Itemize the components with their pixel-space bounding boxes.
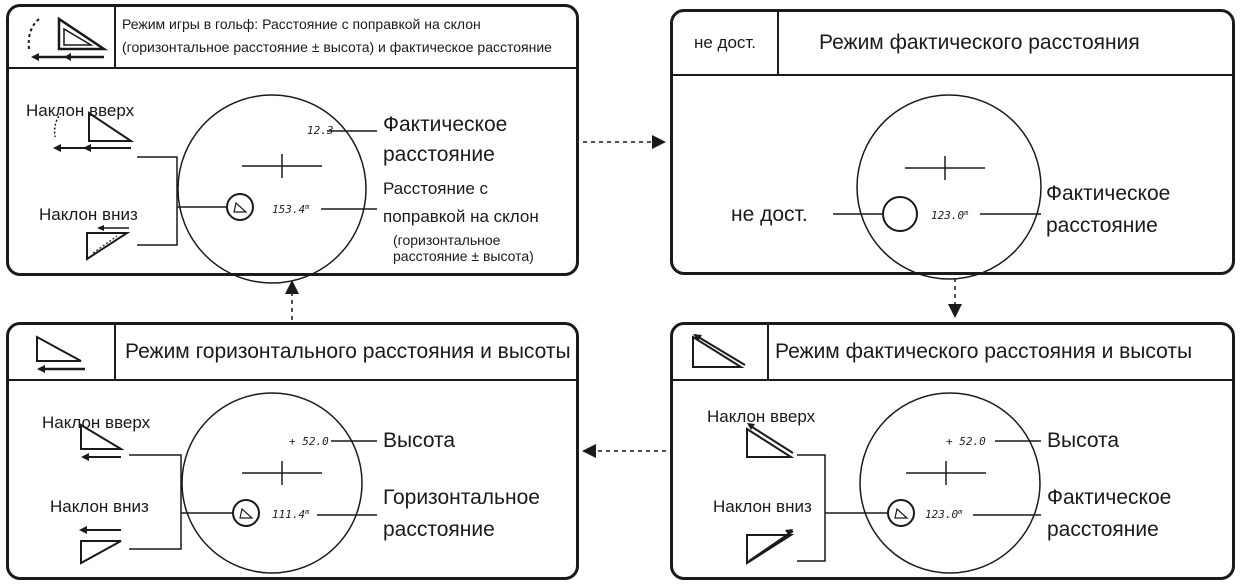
- golf-display-corrected-value: 153.4m: [272, 203, 310, 216]
- golf-slope-down-label: Наклон вниз: [39, 205, 138, 224]
- horizontal-label-height: Высота: [383, 429, 456, 452]
- horizontal-slope-up-label: Наклон вверх: [42, 413, 151, 432]
- panel-header: Режим горизонтального расстояния и высот…: [9, 325, 576, 381]
- actual-height-display-height: + 52.0: [946, 435, 986, 448]
- slope-down-icon: [86, 225, 131, 261]
- panel-header: не дост. Режим фактического расстояния: [673, 12, 1232, 76]
- golf-label-actual-2: расстояние: [383, 143, 495, 166]
- horizontal-header-title: Режим горизонтального расстояния и высот…: [125, 340, 571, 363]
- actual-diagram: 123.0m: [833, 94, 1042, 280]
- actual-header-title: Режим фактического расстояния: [819, 31, 1140, 54]
- slope-up-icon: [53, 111, 135, 152]
- arrow-actual-height-to-horizontal: [582, 444, 666, 458]
- arrow-horizontal-to-golf: [285, 280, 299, 320]
- golf-header-line1: Режим игры в гольф: Расстояние с поправк…: [122, 16, 481, 32]
- golf-label-corrected-2: поправкой на склон: [383, 207, 539, 226]
- slope-up-icon: [746, 423, 795, 458]
- na-tag-box: не дост.: [673, 12, 779, 74]
- horizontal-mode-icon: [9, 325, 116, 379]
- actual-display-value: 123.0m: [931, 209, 969, 222]
- panel-golf-mode: Режим игры в гольф: Расстояние с поправк…: [6, 4, 579, 284]
- mode-indicator-icon: [887, 499, 915, 527]
- golf-slope-up-label: Наклон вверх: [26, 101, 135, 120]
- horizontal-mode-icon-svg: [36, 335, 85, 373]
- viewfinder-circle: [181, 392, 363, 574]
- horizontal-label-distance-1: Горизонтальное: [383, 486, 540, 509]
- horizontal-slope-down-label: Наклон вниз: [50, 497, 149, 516]
- arrow-actual-to-actual-height: [948, 278, 962, 318]
- viewfinder-circle: [859, 392, 1041, 574]
- actual-height-display-distance: 123.0m: [925, 508, 963, 521]
- actual-height-slope-up-label: Наклон вверх: [707, 407, 816, 426]
- golf-label-corrected-1: Расстояние с: [383, 179, 489, 198]
- slope-down-icon: [79, 526, 122, 565]
- actual-height-header-title: Режим фактического расстояния и высоты: [775, 340, 1193, 363]
- viewfinder-circle: [177, 94, 367, 284]
- panel-horizontal-height-mode: Режим горизонтального расстояния и высот…: [6, 322, 579, 580]
- horizontal-label-distance-2: расстояние: [383, 518, 495, 541]
- actual-height-mode-icon-svg: [692, 334, 746, 368]
- horizontal-display-height: + 52.0: [289, 435, 329, 448]
- panel-header: Режим игры в гольф: Расстояние с поправк…: [9, 7, 576, 69]
- actual-height-label-actual-2: расстояние: [1047, 518, 1159, 541]
- horizontal-display-distance: 111.4m: [272, 508, 310, 521]
- header-na-tag: не дост.: [693, 33, 757, 52]
- golf-label-actual-1: Фактическое: [383, 113, 508, 136]
- golf-mode-icon: [9, 7, 116, 67]
- golf-diagram: 12.3 153.4m: [53, 94, 377, 284]
- panel-header: Режим фактического расстояния и высоты: [673, 325, 1232, 381]
- viewfinder-circle: [856, 94, 1042, 280]
- golf-header-line2: (горизонтальное расстояние ± высота) и ф…: [122, 39, 552, 55]
- actual-height-diagram: + 52.0 123.0m: [746, 392, 1041, 574]
- na-indicator-icon: [882, 196, 918, 232]
- actual-height-slope-down-label: Наклон вниз: [713, 497, 812, 516]
- actual-na-label: не дост.: [731, 203, 808, 226]
- golf-label-corrected-3: (горизонтальное: [393, 232, 501, 248]
- horizontal-diagram: + 52.0 111.4m: [79, 392, 377, 574]
- actual-label-1: Фактическое: [1046, 182, 1171, 205]
- golf-display-actual-value: 12.3: [307, 124, 334, 137]
- actual-height-mode-icon: [673, 325, 769, 379]
- actual-height-label-actual-1: Фактическое: [1047, 486, 1172, 509]
- panel-actual-height-mode: Режим фактического расстояния и высоты +…: [670, 322, 1235, 580]
- slope-down-icon: [746, 529, 795, 565]
- panel-actual-distance-mode: не дост. Режим фактического расстояния 1…: [670, 9, 1235, 280]
- actual-label-2: расстояние: [1046, 214, 1158, 237]
- slope-up-icon: [80, 423, 125, 461]
- golf-label-corrected-4: расстояние ± высота): [393, 248, 534, 264]
- arrow-golf-to-actual: [583, 135, 666, 149]
- golf-mode-icon-svg: [27, 16, 109, 61]
- actual-height-label-height: Высота: [1047, 429, 1120, 452]
